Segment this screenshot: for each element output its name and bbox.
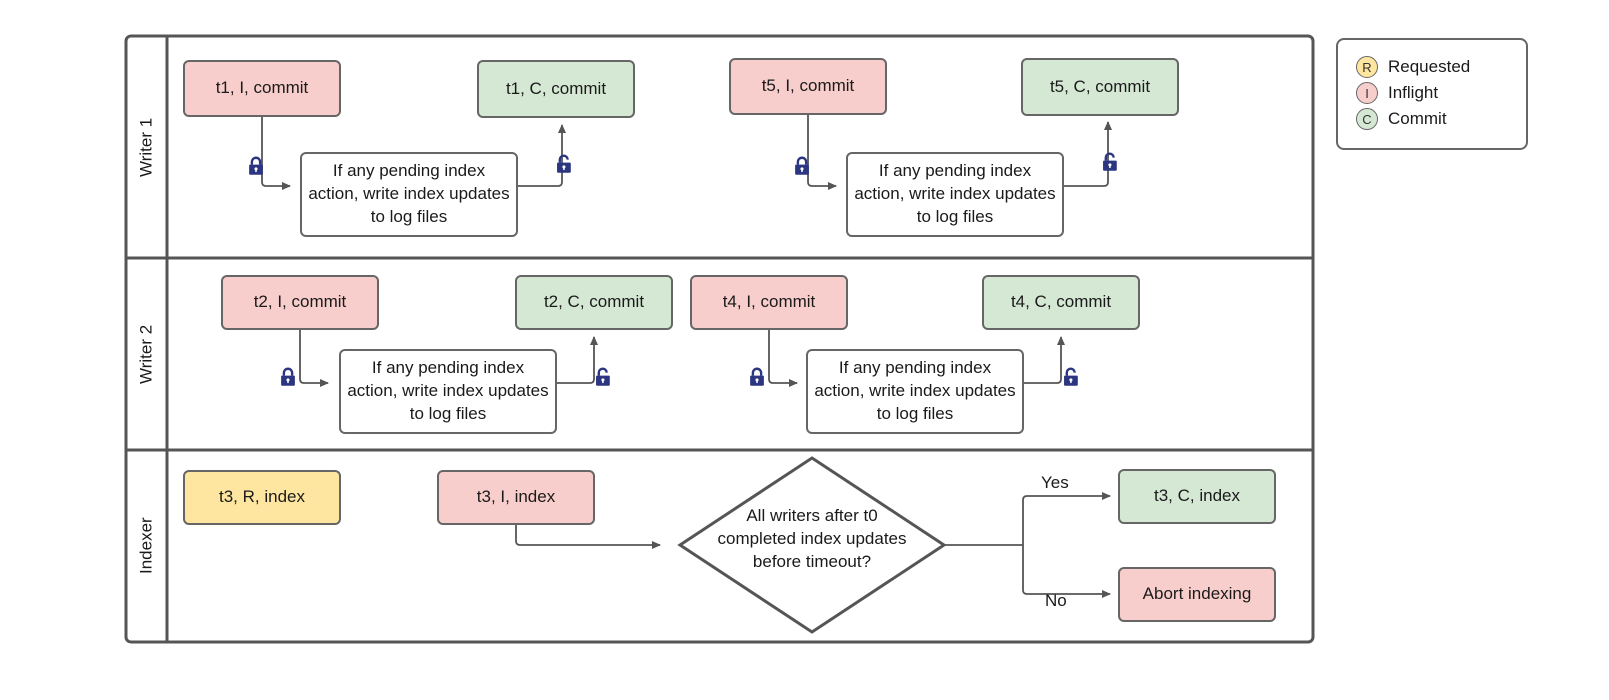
node-w2-t2-commit[interactable]: t2, C, commit xyxy=(515,275,673,330)
lock-closed-icon xyxy=(791,155,813,177)
badge-inflight-icon: I xyxy=(1356,82,1378,104)
node-w2-t2-inflight[interactable]: t2, I, commit xyxy=(221,275,379,330)
legend-item-requested: R Requested xyxy=(1356,56,1470,78)
lane-label-indexer: Indexer xyxy=(136,517,156,575)
node-ix-abort[interactable]: Abort indexing xyxy=(1118,567,1276,622)
lock-closed-icon xyxy=(245,155,267,177)
badge-requested-icon: R xyxy=(1356,56,1378,78)
legend-panel: R Requested I Inflight C Commit xyxy=(1336,38,1528,150)
badge-commit-icon: C xyxy=(1356,108,1378,130)
lock-open-icon xyxy=(1098,151,1120,173)
legend-item-commit: C Commit xyxy=(1356,108,1447,130)
edge-label-no: No xyxy=(1045,591,1067,610)
node-ix-t3-requested[interactable]: t3, R, index xyxy=(183,470,341,525)
legend-label-inflight: Inflight xyxy=(1388,83,1439,102)
edge-w2-proc-to-t2c xyxy=(557,336,598,384)
lock-open-icon xyxy=(552,153,574,175)
node-w2-process-a[interactable]: If any pending index action, write index… xyxy=(339,349,557,434)
node-w1-process-a[interactable]: If any pending index action, write index… xyxy=(300,152,518,237)
legend-item-inflight: I Inflight xyxy=(1356,82,1438,104)
node-w1-t5-commit[interactable]: t5, C, commit xyxy=(1021,58,1179,116)
lock-closed-icon xyxy=(746,366,768,388)
legend-label-requested: Requested xyxy=(1388,57,1471,76)
node-ix-t3-inflight[interactable]: t3, I, index xyxy=(437,470,595,525)
node-w1-t1-inflight[interactable]: t1, I, commit xyxy=(183,60,341,117)
lane-label-writer1: Writer 1 xyxy=(136,117,156,178)
legend-label-commit: Commit xyxy=(1388,109,1447,128)
node-w2-t4-commit[interactable]: t4, C, commit xyxy=(982,275,1140,330)
node-w1-process-b[interactable]: If any pending index action, write index… xyxy=(846,152,1064,237)
node-ix-t3-commit[interactable]: t3, C, index xyxy=(1118,469,1276,524)
lock-closed-icon xyxy=(277,366,299,388)
node-w1-t1-commit[interactable]: t1, C, commit xyxy=(477,60,635,118)
edge-w2-t2i-to-proc xyxy=(299,330,329,387)
edge-w2-t4i-to-proc xyxy=(768,330,798,387)
node-w1-t5-inflight[interactable]: t5, I, commit xyxy=(729,58,887,115)
lane-label-writer2: Writer 2 xyxy=(136,324,156,384)
lock-open-icon xyxy=(591,366,613,388)
edge-t3i-to-decision xyxy=(515,525,661,549)
lock-open-icon xyxy=(1059,366,1081,388)
edge-label-yes: Yes xyxy=(1041,473,1069,492)
node-w2-process-b[interactable]: If any pending index action, write index… xyxy=(806,349,1024,434)
edge-decision-split xyxy=(944,492,1111,598)
edge-w2-proc-to-t4c xyxy=(1024,336,1065,384)
node-w2-t4-inflight[interactable]: t4, I, commit xyxy=(690,275,848,330)
decision-label: All writers after t0 completed index upd… xyxy=(717,506,907,571)
